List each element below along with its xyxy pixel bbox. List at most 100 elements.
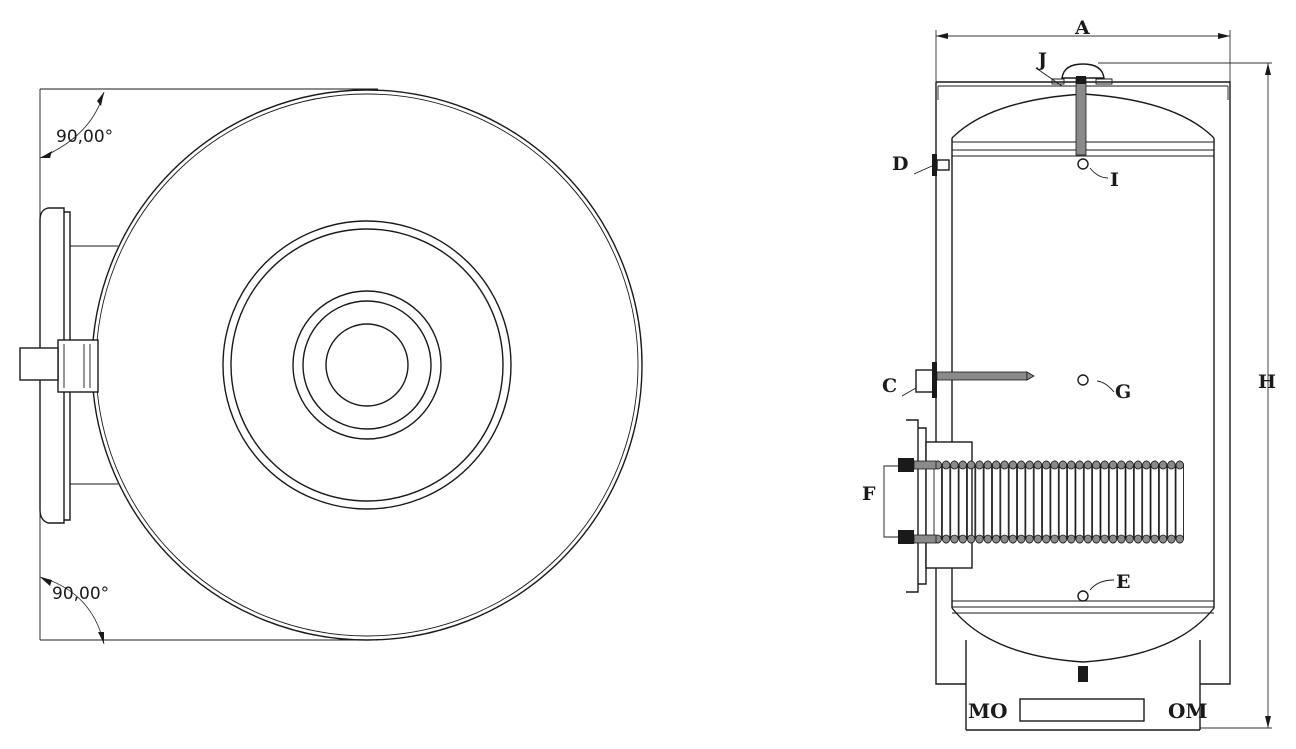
coil-tube-bottom	[1050, 534, 1059, 544]
coil-tube-top	[1000, 460, 1009, 470]
coil-tube-top	[1142, 460, 1151, 470]
coil-tube-top	[1033, 460, 1043, 470]
coil-tube-bottom	[1067, 534, 1076, 544]
side-flange	[19, 207, 118, 524]
coil-tube-top	[975, 460, 984, 470]
connection-c: C	[882, 362, 1035, 398]
coil-tube-top	[941, 460, 951, 470]
cap-ring-outer	[222, 220, 512, 510]
coil-tube-bottom	[1150, 534, 1159, 544]
coil-tube-top	[966, 460, 976, 470]
label-j: J	[1036, 49, 1047, 71]
port-center	[325, 323, 409, 407]
connection-g: G	[1077, 374, 1131, 403]
coil-tube-bottom	[1167, 534, 1176, 544]
side-view: A H J	[862, 17, 1276, 731]
heat-exchanger-coil	[913, 460, 1184, 544]
coil-tube-top	[1083, 460, 1093, 470]
angle-label-bottom: 90,00°	[52, 584, 109, 604]
coil-tube-top	[1125, 460, 1134, 470]
coil-turn	[1167, 460, 1176, 544]
coil-turn	[1025, 460, 1034, 544]
tank-outer-circle	[91, 89, 643, 641]
coil-turn	[1075, 460, 1084, 544]
coil-tube-bottom	[992, 534, 1001, 544]
coil-tube-bottom	[1175, 534, 1184, 544]
angle-label-top: 90,00°	[56, 127, 113, 147]
coil-turn	[1042, 460, 1051, 544]
coil-tube-bottom	[1117, 534, 1126, 544]
coil-tube-top	[1100, 460, 1109, 470]
coil-tube-bottom	[1142, 534, 1151, 544]
coil-turn	[1125, 460, 1134, 544]
rating-plate	[1019, 698, 1145, 722]
coil-tube-top	[1133, 460, 1143, 470]
coil-tube-bottom	[1083, 534, 1093, 544]
outer-jacket	[935, 81, 1231, 685]
coil-tube-bottom	[1058, 534, 1068, 544]
coil-turn	[1142, 460, 1151, 544]
top-rim-studs	[1051, 78, 1113, 85]
coil-turn	[1175, 460, 1184, 544]
coil-tube-bottom	[1108, 534, 1118, 544]
coil-tube-top	[1167, 460, 1176, 470]
coil-pipe	[913, 460, 937, 470]
coil-tube-bottom	[1125, 534, 1134, 544]
coil-tube-bottom	[966, 534, 976, 544]
coil-tube-bottom	[1092, 534, 1101, 544]
top-dome-anode: J	[1035, 49, 1105, 156]
coil-tube-bottom	[1025, 534, 1034, 544]
coil-tube-bottom	[1133, 534, 1143, 544]
coil-tube-top	[1017, 460, 1026, 470]
coil-tube-top	[1150, 460, 1159, 470]
coil-pipe	[913, 534, 937, 544]
label-d: D	[892, 153, 908, 175]
connection-d: D	[892, 153, 950, 176]
coil-tube-top	[983, 460, 992, 470]
coil-turn	[1058, 460, 1068, 544]
coil-tube-bottom	[958, 534, 967, 544]
coil-tube-bottom	[1100, 534, 1109, 544]
coil-turn	[1050, 460, 1059, 544]
coil-turn	[1083, 460, 1093, 544]
coil-turn	[1150, 460, 1159, 544]
coil-tube-top	[1117, 460, 1126, 470]
dimension-h: H	[1098, 62, 1276, 729]
coil-tube-top	[958, 460, 967, 470]
coil-tube-top	[1042, 460, 1051, 470]
coil-tube-top	[1058, 460, 1068, 470]
coil-turn	[1100, 460, 1109, 544]
label-e: E	[1116, 571, 1130, 593]
coil-turn	[1092, 460, 1101, 544]
coil-turn	[991, 460, 1001, 544]
coil-turn	[1158, 460, 1168, 544]
coil-tube-bottom	[1008, 534, 1018, 544]
base-stand: MO OM	[965, 640, 1208, 731]
coil-tube-top	[1075, 460, 1084, 470]
coil-tube-bottom	[1158, 534, 1168, 544]
coil-tube-bottom	[1000, 534, 1009, 544]
coil-turn	[1117, 460, 1126, 544]
coil-turn	[1133, 460, 1143, 544]
label-i: I	[1110, 169, 1119, 191]
label-f: F	[862, 483, 876, 505]
coil-turn	[1033, 460, 1043, 544]
coil-tube-top	[1067, 460, 1076, 470]
cap-ring-inner	[230, 228, 504, 502]
coil-turn	[975, 460, 984, 544]
tank-outer-circle-inner	[95, 93, 639, 637]
angle-annotation-bottom: 90,00°	[39, 576, 109, 645]
coil-tube-top	[950, 460, 959, 470]
coil-tube-bottom	[941, 534, 951, 544]
coil-tube-bottom	[983, 534, 992, 544]
coil-turn	[1067, 460, 1076, 544]
coil-tube-top	[1008, 460, 1018, 470]
coil-tube-bottom	[1017, 534, 1026, 544]
coil-tube-top	[1158, 460, 1168, 470]
connection-e: E	[1077, 571, 1130, 602]
label-c: C	[882, 375, 897, 397]
coil-turn	[1108, 460, 1118, 544]
coil-tube-top	[1050, 460, 1059, 470]
label-h: H	[1258, 371, 1276, 393]
